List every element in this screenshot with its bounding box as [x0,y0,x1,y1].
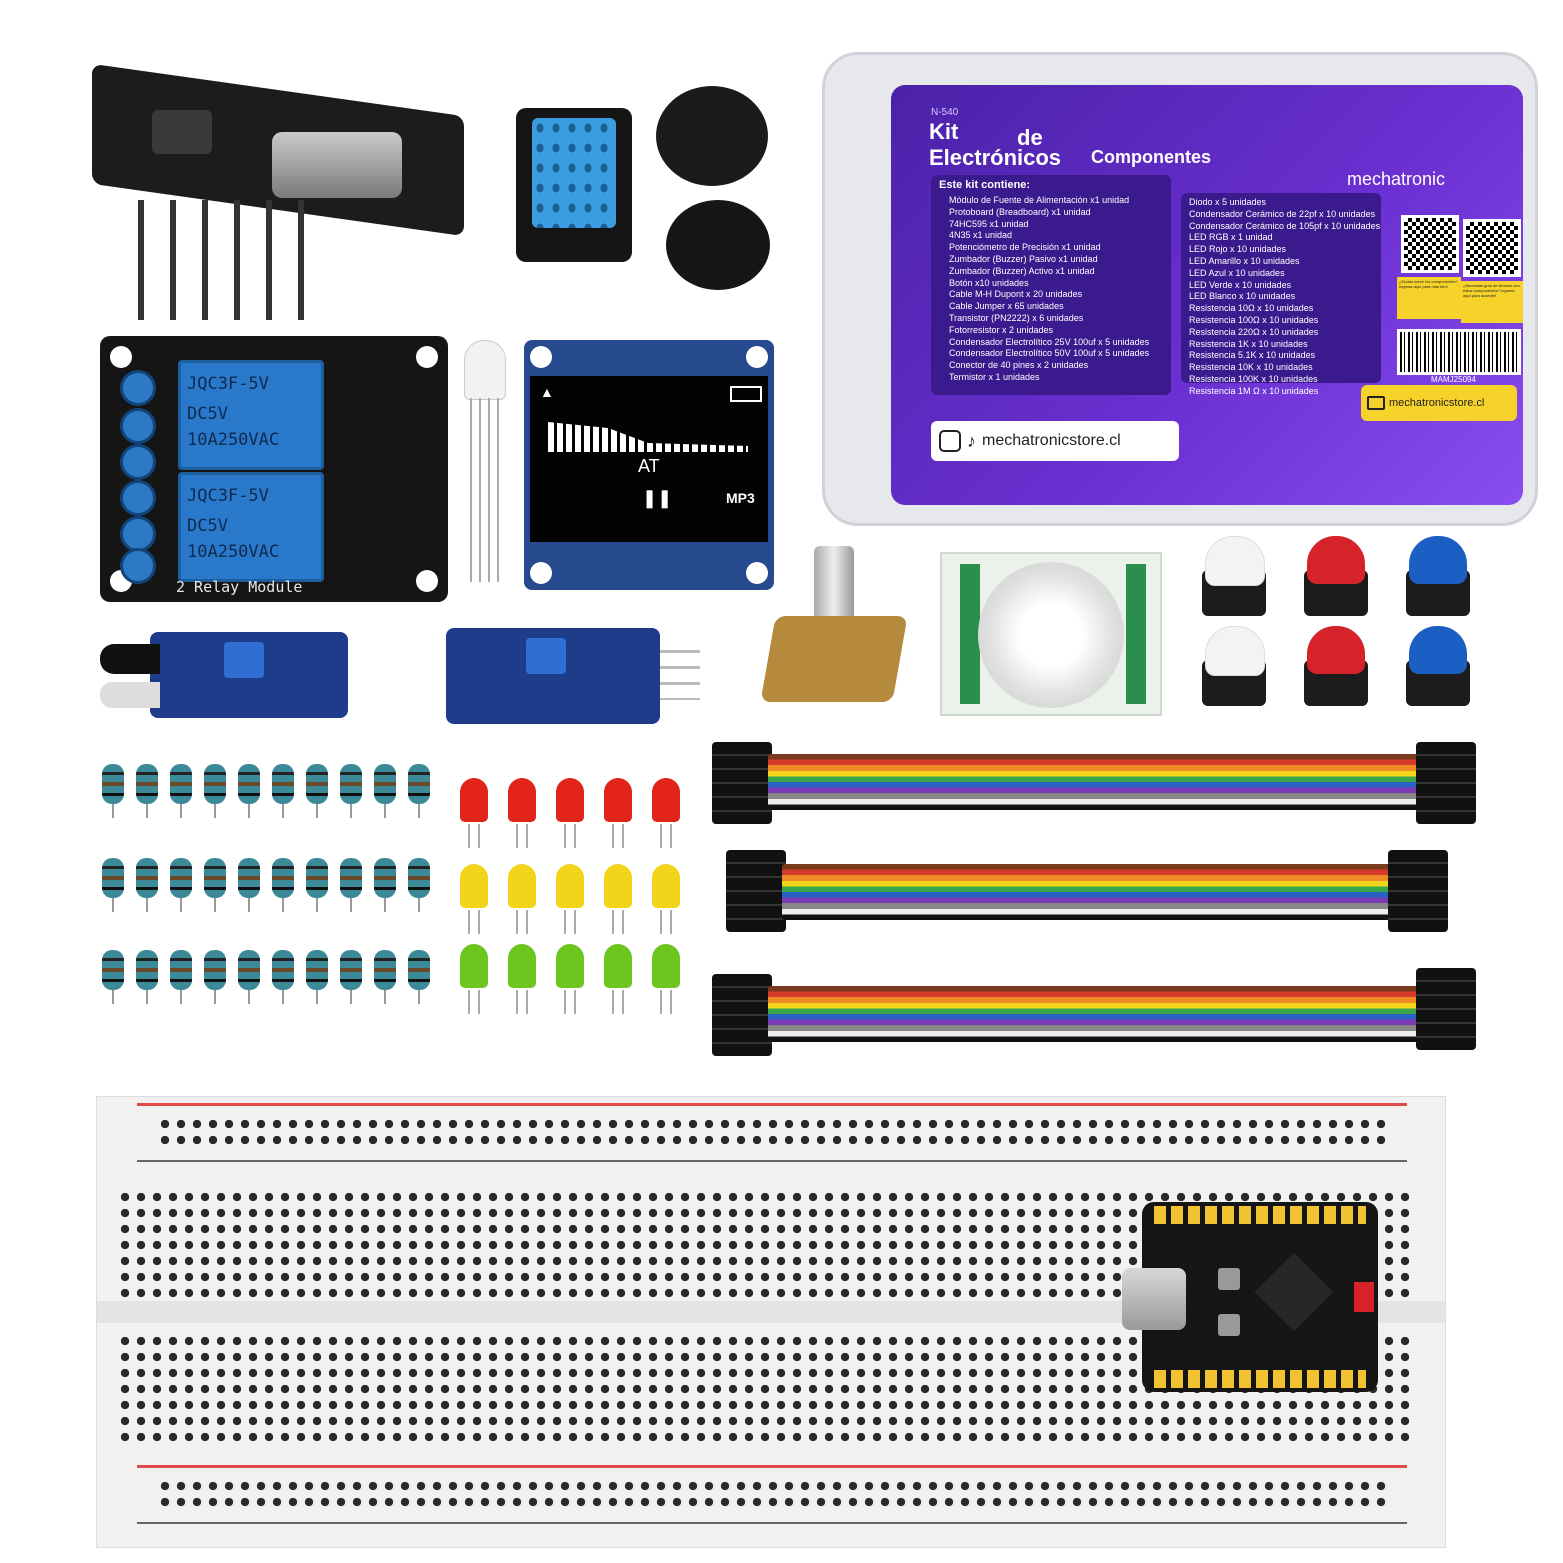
oled-screen: ▲ AT ❚❚ MP3 [530,376,768,542]
contents-item: Transistor (PN2222) x 6 unidades [949,312,1084,323]
box-title-kit: Kit [929,119,959,144]
qr-code-1 [1401,215,1459,273]
contents-item: Zumbador (Buzzer) Pasivo x1 unidad [949,253,1098,264]
contents-item: Cable M-H Dupont x 20 unidades [949,289,1083,300]
contents-item: LED RGB x 1 unidad [1189,232,1273,243]
power-rail-top [137,1103,1407,1162]
contents-item: Diodo x 5 unidades [1189,197,1267,207]
oled-mode-text: MP3 [726,490,755,506]
box-brand: mechatronic [1347,169,1446,189]
web-bar: mechatronicstore.cl [1361,385,1517,421]
ldr-sensor-module [446,628,700,724]
box-title-componentes: Componentes [1091,147,1212,167]
contents-heading: Este kit contiene: [939,179,1031,191]
active-buzzer [666,200,770,290]
contents-item: Condensador Electrolítico 50V 100uf x 5 … [949,348,1150,359]
contents-item: LED Blanco x 10 unidades [1189,291,1296,302]
contents-list-left: Módulo de Fuente de Alimentación x1 unid… [949,195,1149,384]
instagram-icon [939,430,961,452]
contents-item: Resistencia 100Ω x 10 unidades [1189,314,1319,325]
contents-item: 74HC595 x1 unidad [949,218,1029,229]
contents-item: Resistencia 100K x 10 unidades [1189,373,1318,384]
contents-item: Conector de 40 pines x 2 unidades [949,360,1089,371]
kit-box-label: N-540 Kit de Electrónicos Componentes me… [891,85,1523,505]
website-icon [1367,396,1385,410]
led-row-yellow [460,864,680,934]
resistor-row-2 [102,858,430,912]
social-bar: ♪ mechatronicstore.cl [931,421,1179,461]
resistor-row-3 [102,950,430,1004]
contents-item: Resistencia 10Ω x 10 unidades [1189,303,1314,314]
dupont-cable-1 [712,738,1476,828]
barcode-text: MAMJ25094 [1431,375,1476,384]
contents-item: LED Azul x 10 unidades [1189,267,1285,278]
contents-item: Resistencia 5.1K x 10 unidades [1189,350,1316,361]
potentiometer [760,546,908,702]
box-title-electronicos: Electrónicos [929,145,1062,170]
contents-item: Botón x10 unidades [949,277,1029,288]
contents-item: Protoboard (Breadboard) x1 unidad [949,206,1091,217]
contents-item: Cable Jumper x 65 unidades [949,301,1064,312]
oled-display-module: ▲ AT ❚❚ MP3 [524,340,774,590]
contents-item: Condensador Cerámico de 22pf x 10 unidad… [1189,208,1376,219]
qr-caption-2: ¿Necesitas guía de Arduino con estos com… [1461,281,1523,323]
qr-caption-1: ¿Dudas sobre los componentes? Ingresa aq… [1397,277,1461,319]
footer-website: mechatronicstore.cl [1389,397,1485,409]
signal-icon: ▲ [540,384,554,400]
dupont-cable-2 [706,850,1466,940]
power-supply-module [92,40,464,320]
contents-item: 4N35 x1 unidad [949,230,1013,241]
tiktok-icon: ♪ [967,430,976,451]
box-model: N-540 [931,107,959,118]
contents-item: Condensador Electrolítico 25V 100uf x 5 … [949,336,1150,347]
pir-motion-sensor [940,552,1162,716]
relay-board-label: 2 Relay Module [176,578,303,596]
rgb-led [464,340,506,400]
passive-buzzer [656,86,768,186]
contents-item: Condensador Cerámico de 105pf x 10 unida… [1189,220,1381,231]
push-buttons [1200,530,1480,710]
resistor-row-1 [102,764,430,818]
contents-item: Zumbador (Buzzer) Activo x1 unidad [949,265,1095,276]
contents-item: LED Rojo x 10 unidades [1189,244,1287,255]
equalizer-bars [548,422,748,452]
social-website: mechatronicstore.cl [982,432,1121,449]
barcode [1397,329,1521,375]
dupont-cable-3 [712,968,1476,1058]
contents-item: Resistencia 1K x 10 unidades [1189,338,1308,349]
pause-icon: ❚❚ [642,488,673,508]
contents-item: Resistencia 220Ω x 10 unidades [1189,326,1319,337]
led-row-green [460,944,680,1014]
contents-item: Potenciómetro de Precisión x1 unidad [949,242,1101,253]
usb-c-port [1122,1268,1186,1330]
kit-box: N-540 Kit de Electrónicos Componentes me… [822,52,1538,526]
contents-item: Fotorresistor x 2 unidades [949,324,1054,335]
relay-2: JQC3F-5V DC5V 10A250VAC [178,472,324,582]
battery-icon [730,386,762,402]
contents-item: LED Amarillo x 10 unidades [1189,255,1300,266]
led-row-red [460,778,680,848]
box-title-de: de [1017,125,1043,150]
contents-item: Termistor x 1 unidades [949,371,1040,382]
power-rail-bottom [137,1465,1407,1524]
contents-item: LED Verde x 10 unidades [1189,279,1292,290]
oled-center-text: AT [638,456,660,476]
contents-item: Resistencia 1M Ω x 10 unidades [1189,385,1319,396]
qr-code-2 [1463,219,1521,277]
contents-panel-left: Este kit contiene: Módulo de Fuente de A… [931,175,1171,395]
microcontroller-board [1122,1202,1378,1392]
contents-item: Resistencia 10K x 10 unidades [1189,362,1313,373]
relay-1: JQC3F-5V DC5V 10A250VAC [178,360,324,470]
ir-sensor-module [100,632,348,718]
relay-module: JQC3F-5V DC5V 10A250VAC JQC3F-5V DC5V 10… [100,336,448,602]
contents-item: Módulo de Fuente de Alimentación x1 unid… [949,195,1130,205]
dht11-sensor-module [516,108,632,262]
